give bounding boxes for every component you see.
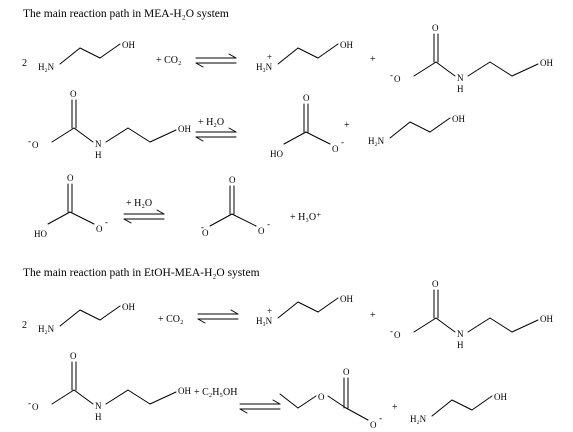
amine-label: H₂N xyxy=(38,62,55,72)
plus-sign: + xyxy=(344,120,350,131)
hydroxyl-label: OH xyxy=(122,40,135,50)
hydroxyl-label: OH xyxy=(340,40,353,50)
meah-cation: H₃N + OH xyxy=(256,40,353,72)
plus-h2o: + H₂O xyxy=(198,117,224,128)
negative-charge: - xyxy=(28,136,31,146)
oxygen-label: O xyxy=(202,228,209,238)
plus-h3o: + H₃O⁺ xyxy=(290,212,321,223)
plus-sign: + xyxy=(392,402,398,413)
plus-sign: + xyxy=(370,310,376,321)
carbonate-anion: O - O O - xyxy=(201,175,270,238)
mea-molecule: H₂N OH xyxy=(410,392,507,424)
oxygen-label: O xyxy=(32,402,39,412)
hydroxyl-label: OH xyxy=(340,294,353,304)
ethyl-carbonate-anion: O O O - xyxy=(279,367,382,430)
carbonyl-oxygen: O xyxy=(303,93,310,103)
equilibrium-arrow xyxy=(197,309,239,324)
reaction-4-row: 2 H₂N OH + CO₂ H₃N + OH + O - O N H OH xyxy=(22,279,553,350)
carbamate-anion: O - O N H OH xyxy=(390,279,553,350)
oxygen-label: O xyxy=(332,144,339,154)
mea-molecule: H₂N OH xyxy=(38,40,135,72)
carbamate-anion: O - O N H OH xyxy=(28,351,191,422)
heading-etoh-mea-h2o: The main reaction path in EtOH-MEA-H₂O s… xyxy=(23,267,260,279)
nh-hydrogen: H xyxy=(457,84,464,94)
hydroxyl-label: OH xyxy=(122,302,135,312)
reaction-1-row: 2 H₂N OH + CO₂ H₃N + OH + O - O N H OH xyxy=(22,23,553,94)
hydroxyl-label: OH xyxy=(494,392,507,402)
oxygen-label: O xyxy=(96,224,103,234)
positive-charge: + xyxy=(267,52,272,62)
nh-hydrogen: H xyxy=(95,150,102,160)
nh-hydrogen: H xyxy=(457,340,464,350)
nitrogen-label: N xyxy=(95,139,102,149)
ester-oxygen: O xyxy=(318,392,325,402)
plus-sign: + xyxy=(370,54,376,65)
nitrogen-label: N xyxy=(457,329,464,339)
nh-hydrogen: H xyxy=(95,412,102,422)
carbonyl-oxygen: O xyxy=(70,351,77,361)
carbonyl-oxygen: O xyxy=(229,175,236,185)
oxygen-label: O xyxy=(394,330,401,340)
equilibrium-arrow xyxy=(195,127,237,142)
oxygen-label: O xyxy=(258,226,265,236)
reaction-5-row: O - O N H OH + C₂H₅OH O O O - + H₂N OH xyxy=(28,351,507,430)
reaction-3-row: HO O O - + H₂O O - O O - + H₃O⁺ xyxy=(34,173,321,239)
oxygen-label: O xyxy=(370,420,377,430)
carbamate-anion: O - O N H OH xyxy=(390,23,553,94)
hydroxyl-label: OH xyxy=(540,58,553,68)
plus-ethanol: + C₂H₅OH xyxy=(194,387,237,398)
nitrogen-label: N xyxy=(457,73,464,83)
meah-cation: H₃N + OH xyxy=(256,294,353,326)
carbonyl-oxygen: O xyxy=(343,367,350,377)
hydroxyl-label: OH xyxy=(452,114,465,124)
coefficient-2: 2 xyxy=(22,58,27,69)
carbonyl-oxygen: O xyxy=(432,23,439,33)
carbamate-anion: O - O N H OH xyxy=(28,89,191,160)
mea-molecule: H₂N OH xyxy=(368,114,465,146)
plus-h2o: + H₂O xyxy=(126,198,152,209)
ammonium-label: H₃N xyxy=(256,62,273,72)
negative-charge: - xyxy=(201,222,204,232)
negative-charge: - xyxy=(341,137,344,147)
amine-label: H₂N xyxy=(368,136,385,146)
nitrogen-label: N xyxy=(95,401,102,411)
oxygen-label: O xyxy=(394,74,401,84)
equilibrium-arrow xyxy=(123,209,165,224)
hydroxyl-label: HO xyxy=(34,229,47,239)
negative-charge: - xyxy=(379,413,382,423)
plus-co2: + CO₂ xyxy=(158,314,184,325)
oxygen-label: O xyxy=(32,140,39,150)
equilibrium-arrow xyxy=(239,399,281,414)
hydroxyl-label: HO xyxy=(270,149,283,159)
equilibrium-arrow xyxy=(195,53,237,68)
hydroxyl-label: OH xyxy=(178,124,191,134)
carbonyl-oxygen: O xyxy=(70,89,77,99)
carbonyl-oxygen: O xyxy=(67,173,74,183)
negative-charge: - xyxy=(267,219,270,229)
mea-molecule: H₂N OH xyxy=(38,302,135,334)
hydroxyl-label: OH xyxy=(178,386,191,396)
amine-label: H₂N xyxy=(410,414,427,424)
carbonyl-oxygen: O xyxy=(432,279,439,289)
amine-label: H₂N xyxy=(38,324,55,334)
negative-charge: - xyxy=(105,217,108,227)
plus-co2: + CO₂ xyxy=(156,55,182,66)
bicarbonate-anion: HO O O - xyxy=(34,173,108,239)
hydroxyl-label: OH xyxy=(540,314,553,324)
positive-charge: + xyxy=(267,306,272,316)
bicarbonate-anion: HO O O - xyxy=(270,93,344,159)
negative-charge: - xyxy=(28,398,31,408)
ammonium-label: H₃N xyxy=(256,316,273,326)
coefficient-2: 2 xyxy=(22,320,27,331)
heading-mea-h2o: The main reaction path in MEA-H₂O system xyxy=(23,8,229,20)
reaction-2-row: O - O N H OH + H₂O HO O O - + H₂N OH xyxy=(28,89,465,160)
negative-charge: - xyxy=(390,70,393,80)
negative-charge: - xyxy=(390,326,393,336)
